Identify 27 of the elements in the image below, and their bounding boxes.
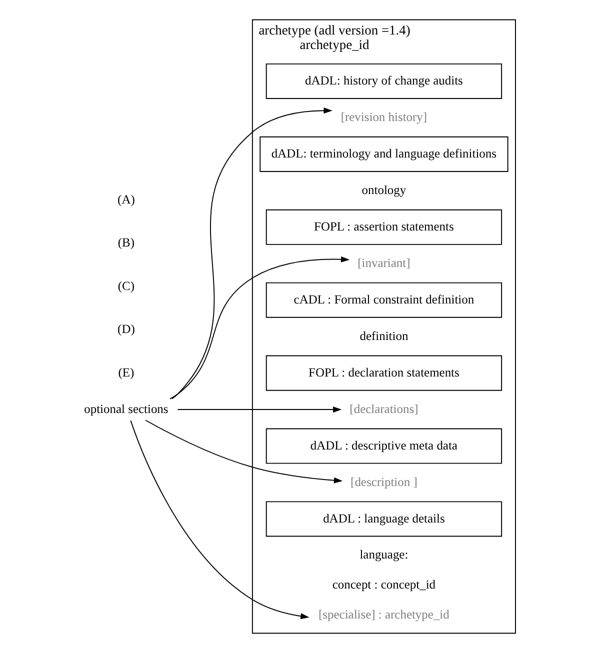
node-box: FOPL : declaration statements (265, 355, 502, 391)
node-text: definition (359, 328, 408, 343)
node-box: dADL : language details (265, 501, 502, 537)
arrow (171, 108, 332, 400)
node-text: [revision history] (340, 110, 427, 124)
node-text: optional sections (84, 402, 168, 416)
node-box: FOPL : assertion statements (265, 209, 502, 245)
label: (A) (117, 192, 134, 207)
node-text: [description ] (350, 474, 417, 489)
node-box: dADL : descriptive meta data (265, 428, 502, 464)
label: (D) (117, 322, 134, 336)
label: (B) (117, 236, 134, 250)
arrow (130, 420, 309, 620)
arrow (169, 256, 350, 400)
node-text: ontology (361, 182, 406, 197)
node-box: cADL : Formal constraint definition (265, 282, 502, 318)
node-box: dADL: terminology and language definitions (259, 136, 508, 172)
node-text: language: (359, 548, 408, 562)
node-text: concept : concept_id (332, 577, 436, 592)
node-text: [declarations] (349, 402, 418, 416)
label: (E) (118, 365, 134, 380)
label: (C) (117, 278, 134, 293)
arrow (176, 406, 342, 413)
node-text: [specialise] : archetype_id (318, 607, 449, 622)
node-text: [invariant] (357, 256, 410, 270)
arrow (144, 420, 342, 484)
node-box: dADL: history of change audits (265, 63, 502, 99)
